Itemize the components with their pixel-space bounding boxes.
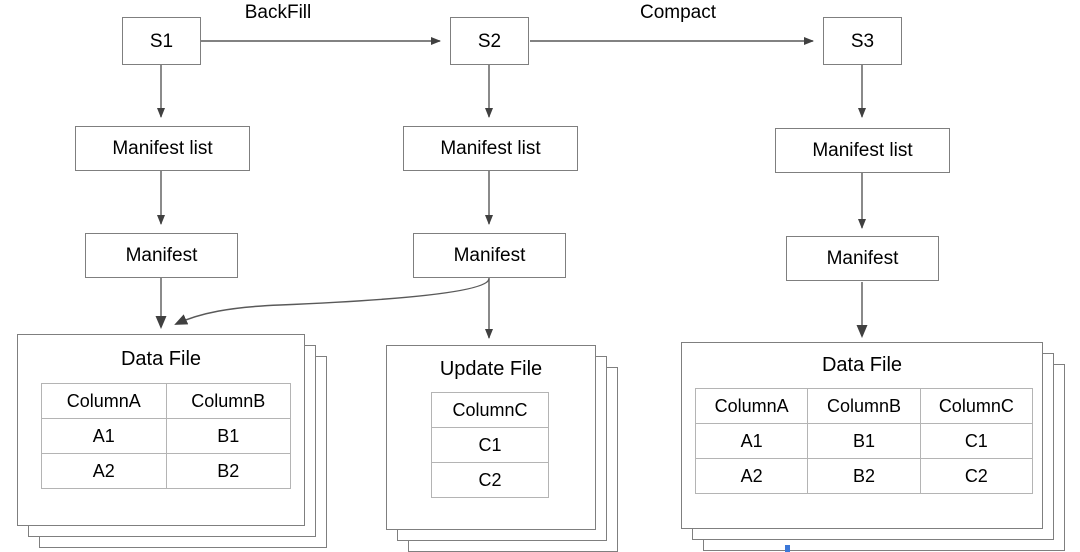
table-cell: B2 [807, 458, 921, 494]
file-table-s3: ColumnA ColumnB ColumnC A1 B1 C1 A2 B2 C… [694, 388, 1034, 494]
node-label: S3 [850, 30, 875, 52]
table-cell: B1 [165, 418, 291, 454]
node-manifest-list-s1[interactable]: Manifest list [75, 126, 250, 171]
node-label: S1 [149, 30, 174, 52]
table-cell: A2 [694, 458, 809, 494]
node-manifest-list-s3[interactable]: Manifest list [775, 128, 950, 173]
table-row: A1 B1 [41, 418, 291, 454]
node-snapshot-s1[interactable]: S1 [122, 17, 201, 65]
table-cell: C1 [919, 423, 1034, 459]
table-header-cell: ColumnC [431, 392, 549, 428]
table-cell: C1 [431, 427, 549, 463]
table-row: C1 [431, 427, 549, 463]
node-manifest-s3[interactable]: Manifest [786, 236, 939, 281]
node-label: S2 [477, 30, 502, 52]
table-row: A2 B2 C2 [694, 458, 1034, 494]
table-header-row: ColumnA ColumnB [41, 383, 291, 419]
table-cell: B2 [165, 453, 291, 489]
table-row: A2 B2 [41, 453, 291, 489]
table-header-cell: ColumnB [165, 383, 291, 419]
table-cell: A2 [41, 453, 167, 489]
table-row: C2 [431, 462, 549, 498]
node-label: Manifest [125, 245, 198, 266]
node-manifest-s2[interactable]: Manifest [413, 233, 566, 278]
file-card-title: Update File [439, 358, 543, 380]
node-label: Manifest [453, 245, 526, 266]
table-header-cell: ColumnB [807, 388, 921, 424]
file-card-front-s3[interactable]: Data File ColumnA ColumnB ColumnC A1 B1 … [681, 342, 1043, 529]
table-header-row: ColumnA ColumnB ColumnC [694, 388, 1034, 424]
selection-handle-marker[interactable] [785, 545, 790, 552]
table-cell: A1 [694, 423, 809, 459]
node-label: Manifest list [440, 138, 541, 159]
file-card-stack-s1: Data File ColumnA ColumnB A1 B1 A2 B2 [17, 334, 347, 550]
arrow-manifest2-to-data-file-1-curve [174, 278, 490, 325]
file-card-stack-s2: Update File ColumnC C1 C2 [386, 345, 638, 552]
table-header-cell: ColumnC [919, 388, 1034, 424]
file-table-s2: ColumnC C1 C2 [431, 392, 549, 498]
table-header-cell: ColumnA [694, 388, 809, 424]
table-cell: C2 [919, 458, 1034, 494]
node-snapshot-s3[interactable]: S3 [823, 17, 902, 65]
file-card-title: Data File [821, 354, 903, 376]
file-card-front-s1[interactable]: Data File ColumnA ColumnB A1 B1 A2 B2 [17, 334, 305, 526]
node-label: Manifest [826, 248, 899, 269]
file-card-stack-s3: Data File ColumnA ColumnB ColumnC A1 B1 … [681, 342, 1080, 552]
table-cell: B1 [807, 423, 921, 459]
table-cell: A1 [41, 418, 167, 454]
node-snapshot-s2[interactable]: S2 [450, 17, 529, 65]
table-header-row: ColumnC [431, 392, 549, 428]
table-cell: C2 [431, 462, 549, 498]
file-card-title: Data File [120, 348, 202, 370]
edge-label-compact: Compact [639, 2, 717, 23]
node-manifest-s1[interactable]: Manifest [85, 233, 238, 278]
table-row: A1 B1 C1 [694, 423, 1034, 459]
file-table-s1: ColumnA ColumnB A1 B1 A2 B2 [41, 383, 291, 489]
node-label: Manifest list [112, 138, 213, 159]
file-card-front-s2[interactable]: Update File ColumnC C1 C2 [386, 345, 596, 530]
node-manifest-list-s2[interactable]: Manifest list [403, 126, 578, 171]
table-header-cell: ColumnA [41, 383, 167, 419]
node-label: Manifest list [812, 140, 913, 161]
edge-label-backfill: BackFill [244, 2, 312, 23]
